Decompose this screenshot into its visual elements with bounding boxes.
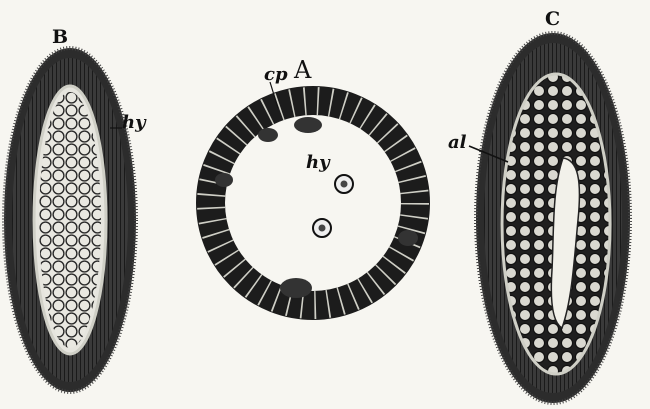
- panel-b-embryo: [4, 48, 136, 392]
- label-panel-b: B: [52, 28, 68, 47]
- panel-a-blastula: [211, 101, 418, 305]
- label-hy-a: hy: [306, 154, 330, 172]
- label-panel-a: A: [294, 58, 311, 82]
- label-panel-c: C: [545, 10, 560, 29]
- label-hy-b: hy: [122, 114, 146, 132]
- label-cp: cp: [264, 66, 288, 84]
- label-al: al: [448, 134, 467, 152]
- panel-c-gastrula: [469, 33, 630, 403]
